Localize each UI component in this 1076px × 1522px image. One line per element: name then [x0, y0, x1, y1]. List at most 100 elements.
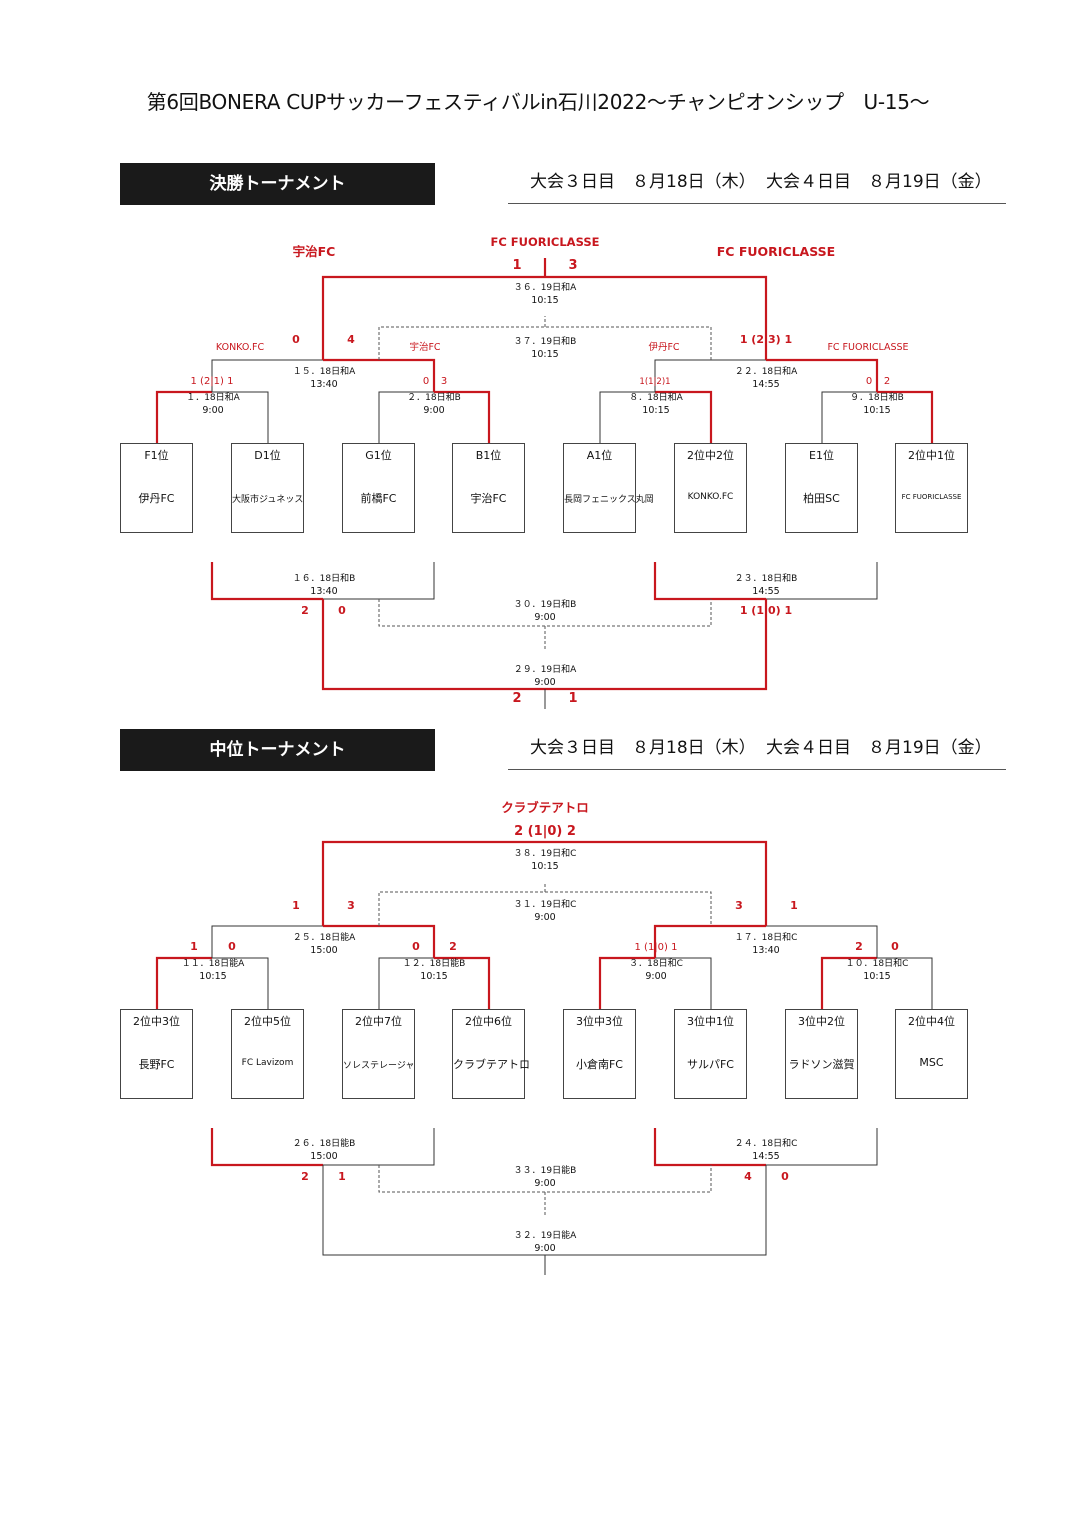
date-day4: 大会４日目 ８月19日（金） — [766, 172, 992, 192]
team-name: ラドソン滋賀 — [788, 1058, 855, 1071]
winner-name: FC FUORICLASSE — [827, 342, 908, 353]
winner-name: クラブテアトロ — [501, 800, 589, 815]
date-day3: 大会３日目 ８月18日（木） — [530, 172, 756, 192]
match-label: ８．18日和A — [629, 392, 683, 403]
score: 1 (1|0) 1 — [740, 604, 792, 617]
score: 1 (2|1) 1 — [191, 376, 234, 387]
team-rank: E1位 — [809, 449, 834, 462]
team-rank: G1位 — [365, 449, 392, 462]
score: 3 — [568, 258, 577, 273]
match-label: ２４．18日和C — [735, 1138, 798, 1149]
score: 3 — [441, 376, 447, 387]
score: 0 — [228, 940, 236, 953]
winner-name: 伊丹FC — [648, 341, 679, 353]
match-time: 10:15 — [199, 971, 226, 982]
team-box: A1位長岡フェニックス丸岡 — [563, 443, 654, 533]
match-time: 10:15 — [531, 861, 558, 872]
bracket-line — [653, 924, 766, 958]
match-time: 9:00 — [645, 971, 666, 982]
bracket-line — [212, 391, 269, 445]
team-rank: A1位 — [586, 449, 613, 462]
team-box: 2位中7位ソレステレージャ — [342, 1009, 415, 1099]
team-rank: 2位中1位 — [908, 449, 955, 462]
match-time: 14:55 — [752, 586, 779, 597]
bracket-line — [378, 391, 434, 445]
bracket-line — [766, 562, 878, 600]
team-rank: 3位中1位 — [687, 1015, 734, 1028]
team-name: 伊丹FC — [138, 492, 175, 505]
bracket-line — [323, 1128, 435, 1166]
match-time: 14:55 — [752, 1151, 779, 1162]
section-dates-middle: 大会３日目 ８月18日（木） 大会４日目 ８月19日（金） — [508, 727, 1006, 770]
match-time: 10:15 — [531, 295, 558, 306]
match-time: 10:15 — [531, 349, 558, 360]
team-name: FC FUORICLASSE — [901, 493, 962, 501]
score: 1 — [338, 1170, 346, 1183]
winner-name: 宇治FC — [409, 341, 440, 353]
match-label: ３３．19日能B — [514, 1164, 577, 1176]
score: 1 — [790, 899, 798, 912]
match-label: ３０．19日和B — [514, 599, 577, 610]
team-name: サルパFC — [686, 1058, 734, 1071]
score: 1 — [292, 899, 300, 912]
match-label: ３８．19日和C — [514, 848, 577, 859]
bracket-line — [545, 1165, 767, 1256]
match-time: 13:40 — [752, 945, 779, 956]
score: 4 — [744, 1170, 752, 1183]
team-rank: 3位中3位 — [576, 1015, 623, 1028]
bracket-line — [766, 925, 878, 958]
team-box: 2位中1位 FC FUORICLASSE — [895, 443, 968, 533]
match-time: 9:00 — [534, 1178, 555, 1189]
bracket-line — [655, 957, 712, 1011]
bracket-line — [212, 957, 269, 1011]
team-box: F1位伊丹FC — [120, 443, 193, 533]
match-label: ３１．19日和C — [514, 899, 577, 910]
bracket-line — [877, 390, 934, 445]
bracket-line — [654, 359, 766, 392]
team-rank: 2位中2位 — [687, 449, 734, 462]
section-heading-final: 決勝トーナメント — [120, 163, 435, 205]
match-time: 10:15 — [863, 405, 890, 416]
bracket-line — [545, 840, 768, 926]
bracket-line — [378, 957, 434, 1011]
team-name: 柏田SC — [803, 492, 840, 505]
match-label: ３７．19日和B — [514, 336, 577, 347]
team-rank: 2位中3位 — [133, 1015, 180, 1028]
match-time: 14:55 — [752, 379, 779, 390]
score: 2 — [301, 604, 309, 617]
match-label: １１．18日能A — [182, 957, 245, 969]
bracket-line — [211, 359, 323, 392]
dashed-bracket — [378, 326, 712, 360]
bracket-line — [155, 956, 212, 1011]
page-title: 第6回BONERA CUPサッカーフェスティバルin石川2022〜チャンピオンシ… — [146, 90, 930, 114]
team-box: 3位中2位ラドソン滋賀 — [785, 1009, 858, 1099]
team-rank: 2位中5位 — [244, 1015, 291, 1028]
team-box: 2位中3位長野FC — [120, 1009, 193, 1099]
bracket-line — [323, 562, 435, 600]
match-time: 15:00 — [310, 945, 337, 956]
score: 2 (1|0) 2 — [514, 824, 576, 839]
team-name: クラブテアトロ — [453, 1058, 530, 1071]
bracket-line — [655, 390, 713, 445]
bracket-line — [323, 924, 436, 958]
team-box: G1位前橋FC — [342, 443, 415, 533]
team-name: 大阪市ジュネッス — [232, 495, 304, 505]
team-name: 前橋FC — [360, 492, 397, 505]
team-name: 小倉南FC — [575, 1058, 623, 1071]
score: 0 — [423, 376, 429, 387]
match-time: 15:00 — [310, 1151, 337, 1162]
bracket-line — [766, 358, 879, 392]
match-time: 13:40 — [310, 379, 337, 390]
team-name: 長野FC — [138, 1058, 175, 1071]
score: 0 — [412, 940, 420, 953]
match-time: 9:00 — [534, 912, 555, 923]
winner-name: FC FUORICLASSE — [717, 244, 835, 259]
match-label: ２５．18日能A — [293, 931, 356, 943]
bracket-line — [599, 391, 655, 445]
team-rank: 3位中2位 — [798, 1015, 845, 1028]
bracket-line — [434, 390, 491, 445]
winner-name: 宇治FC — [293, 244, 336, 259]
team-box: 3位中1位サルパFC — [674, 1009, 747, 1099]
